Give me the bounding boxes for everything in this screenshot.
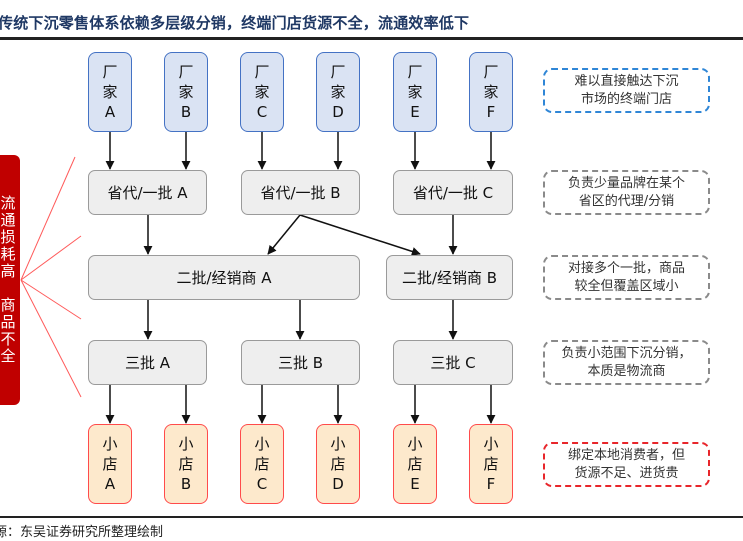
side-char [0, 280, 16, 297]
side-char: 耗 [0, 245, 16, 263]
shop-label: 店 [483, 455, 499, 473]
side-char: 商 [0, 296, 16, 314]
note-line: 负责小范围下沉分销， [561, 345, 692, 361]
factory-id: E [410, 103, 420, 121]
shop-label: 店 [330, 455, 346, 473]
shop-id: C [256, 475, 268, 493]
side-char: 高 [0, 262, 16, 280]
tier2-box-b: 二批/经销商 B [386, 255, 513, 300]
factory-label: 家 [330, 83, 346, 101]
tier3-box-c: 三批 C [393, 340, 513, 385]
note-tier3: 负责小范围下沉分销， 本质是物流商 [543, 340, 710, 385]
factory-box-d: 厂 家 D [316, 52, 360, 132]
arrow-tier1-b-to-tier2-b [299, 214, 421, 256]
note-line: 负责少量品牌在某个 [567, 175, 685, 191]
factory-id: D [332, 103, 344, 121]
tier1-box-c: 省代/一批 C [393, 170, 513, 215]
factory-id: B [180, 103, 192, 121]
factory-id: A [104, 103, 116, 121]
shop-label: 店 [254, 455, 270, 473]
note-tier2: 对接多个一批，商品 较全但覆盖区域小 [543, 255, 710, 300]
side-char: 品 [0, 313, 16, 331]
factory-label: 家 [102, 83, 118, 101]
factory-box-c: 厂 家 C [240, 52, 284, 132]
side-char: 流 [0, 194, 16, 212]
source-note: 源：东吴证券研究所整理绘制 [0, 525, 164, 540]
note-factory: 难以直接触达下沉 市场的终端门店 [543, 68, 710, 113]
note-line: 省区的代理/分销 [578, 193, 675, 209]
note-line: 本质是物流商 [587, 363, 666, 379]
note-line: 绑定本地消费者，但 [567, 447, 685, 463]
factory-box-a: 厂 家 A [88, 52, 132, 132]
shop-id: F [486, 475, 496, 493]
note-shop: 绑定本地消费者，但 货源不足、进货贵 [543, 442, 710, 487]
note-line: 对接多个一批，商品 [567, 260, 685, 276]
fan-line-tier3 [20, 279, 82, 398]
shop-box-c: 小 店 C [240, 424, 284, 504]
side-char: 通 [0, 211, 16, 229]
note-line: 货源不足、进货贵 [574, 465, 679, 481]
side-char: 不 [0, 330, 16, 348]
header-divider [0, 37, 743, 40]
factory-box-f: 厂 家 F [469, 52, 513, 132]
side-char: 损 [0, 228, 16, 246]
factory-label: 厂 [330, 63, 346, 81]
shop-box-e: 小 店 E [393, 424, 437, 504]
tier1-box-a: 省代/一批 A [88, 170, 207, 215]
shop-box-a: 小 店 A [88, 424, 132, 504]
shop-label: 小 [254, 435, 270, 453]
shop-box-b: 小 店 B [164, 424, 208, 504]
side-label-circulation-loss: 流 通 损 耗 高 商 品 不 全 [0, 155, 20, 405]
footer-divider [0, 516, 743, 518]
factory-id: F [486, 103, 496, 121]
fan-line-tier1 [20, 156, 76, 281]
factory-label: 厂 [102, 63, 118, 81]
note-line: 市场的终端门店 [580, 91, 672, 107]
shop-box-d: 小 店 D [316, 424, 360, 504]
factory-label: 家 [483, 83, 499, 101]
factory-id: C [256, 103, 268, 121]
shop-label: 小 [407, 435, 423, 453]
factory-label: 家 [178, 83, 194, 101]
tier3-box-a: 三批 A [88, 340, 207, 385]
shop-id: A [104, 475, 116, 493]
shop-label: 小 [102, 435, 118, 453]
factory-box-e: 厂 家 E [393, 52, 437, 132]
shop-label: 小 [330, 435, 346, 453]
fan-line-tier2-lower [20, 279, 82, 320]
tier2-box-a: 二批/经销商 A [88, 255, 360, 300]
factory-label: 厂 [178, 63, 194, 81]
note-tier1: 负责少量品牌在某个 省区的代理/分销 [543, 170, 710, 215]
note-line: 较全但覆盖区域小 [574, 278, 679, 294]
shop-id: B [180, 475, 192, 493]
shop-box-f: 小 店 F [469, 424, 513, 504]
shop-label: 店 [407, 455, 423, 473]
arrow-tier1-b-to-tier2-a [267, 214, 301, 255]
note-line: 难以直接触达下沉 [574, 73, 679, 89]
factory-label: 厂 [483, 63, 499, 81]
side-char: 全 [0, 347, 16, 365]
factory-label: 家 [254, 83, 270, 101]
tier3-box-b: 三批 B [241, 340, 360, 385]
shop-id: E [410, 475, 420, 493]
shop-label: 店 [102, 455, 118, 473]
tier1-box-b: 省代/一批 B [241, 170, 360, 215]
fan-line-tier2-upper [20, 235, 82, 281]
factory-label: 家 [407, 83, 423, 101]
factory-box-b: 厂 家 B [164, 52, 208, 132]
factory-label: 厂 [254, 63, 270, 81]
page-title: 传统下沉零售体系依赖多层级分销，终端门店货源不全，流通效率低下 [0, 14, 470, 32]
shop-label: 小 [178, 435, 194, 453]
shop-id: D [332, 475, 344, 493]
shop-label: 小 [483, 435, 499, 453]
shop-label: 店 [178, 455, 194, 473]
factory-label: 厂 [407, 63, 423, 81]
